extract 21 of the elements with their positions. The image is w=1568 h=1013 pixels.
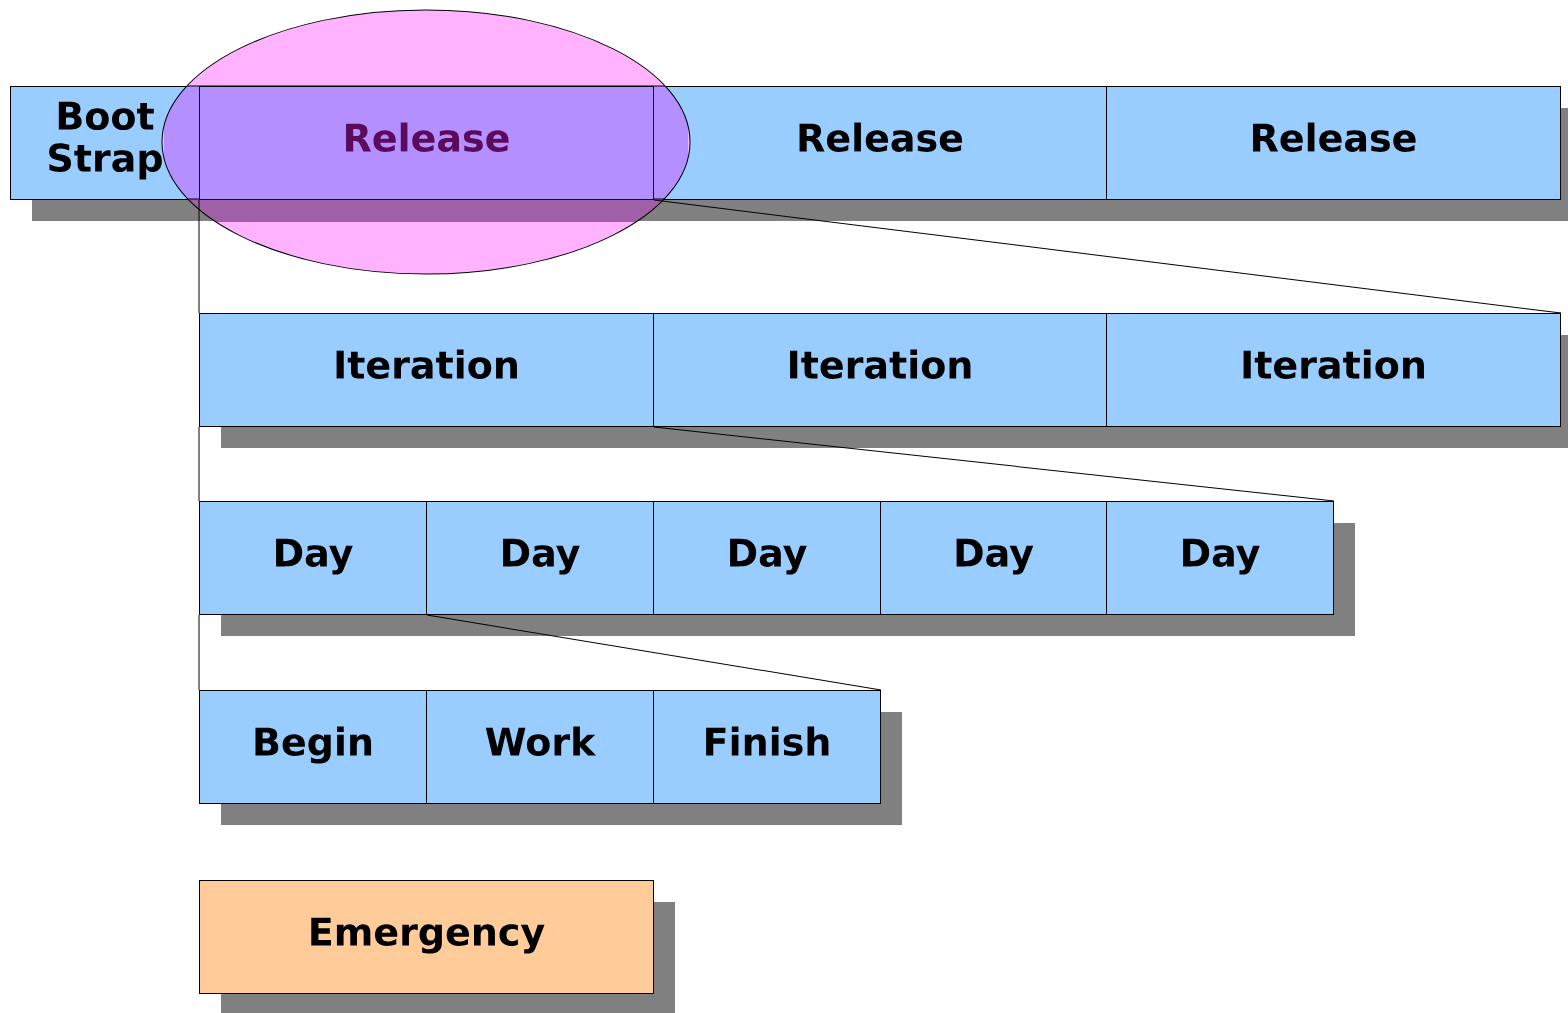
block-box: Finish <box>653 690 881 804</box>
block-box: Iteration <box>653 313 1107 427</box>
block-box: Iteration <box>199 313 654 427</box>
block-box: Work <box>426 690 654 804</box>
zoom-line <box>653 199 1562 314</box>
zoom-line <box>198 614 200 691</box>
block-box: Release <box>199 86 654 200</box>
zoom-line <box>198 199 200 314</box>
block-box: Release <box>653 86 1107 200</box>
zoom-line <box>653 426 1335 502</box>
block-box: Day <box>199 501 427 615</box>
zoom-line <box>426 614 882 691</box>
block-box: Begin <box>199 690 427 804</box>
block-box: Iteration <box>1106 313 1561 427</box>
block-box: Release <box>1106 86 1561 200</box>
zoom-line <box>198 426 200 502</box>
block-box: Day <box>1106 501 1334 615</box>
block-box: Day <box>880 501 1107 615</box>
block-box: Emergency <box>199 880 654 994</box>
block-box: Day <box>426 501 654 615</box>
block-box: Day <box>653 501 881 615</box>
